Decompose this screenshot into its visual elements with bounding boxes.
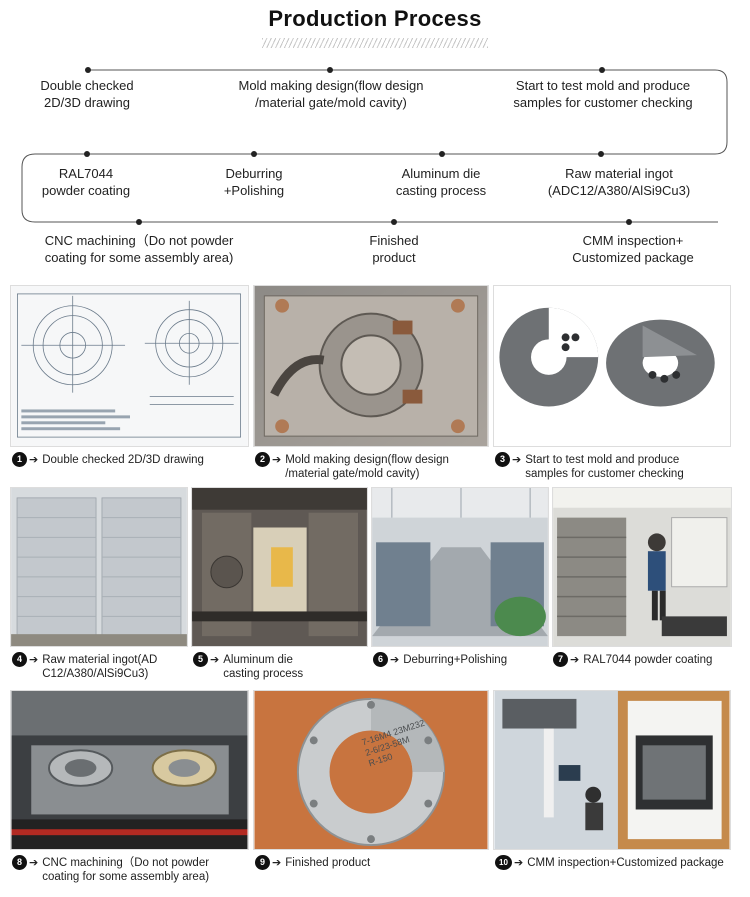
photo-finished-part: 7-16M4 23M232 2-6/23-58M R-150 — [253, 690, 489, 850]
arrow-right-icon: ➔ — [29, 454, 39, 466]
step-number-badge: 5 — [193, 652, 208, 667]
technical-drawing-icon — [11, 286, 248, 446]
arrow-right-icon: ➔ — [29, 857, 39, 869]
photo-technical-drawing — [10, 285, 249, 447]
arrow-right-icon: ➔ — [512, 454, 522, 466]
step-number-badge: 7 — [553, 652, 568, 667]
step-number-badge: 2 — [255, 452, 270, 467]
arrow-right-icon: ➔ — [570, 654, 580, 666]
caption-text: Double checked 2D/3D drawing — [42, 454, 204, 466]
cnc-machine-icon — [11, 691, 248, 849]
photo-aluminum-ingot-stack — [10, 487, 188, 647]
finished-part-icon — [254, 691, 488, 849]
flow-dot-7 — [84, 151, 90, 157]
flow-dot-6 — [251, 151, 257, 157]
caption-2: 2➔Mold making design(flow design /materi… — [255, 452, 491, 481]
flow-step-drawing: Double checked 2D/3D drawing — [40, 78, 134, 110]
flow-dot-3 — [599, 67, 605, 73]
flow-dot-9 — [391, 219, 397, 225]
step-number-badge: 3 — [495, 452, 510, 467]
flow-step-test-mold: Start to test mold and produce samples f… — [513, 78, 693, 110]
die-casting-machine-icon — [192, 488, 367, 646]
caption-text: CMM inspection+Customized package — [527, 857, 724, 869]
cmm-inspection-and-package-icon — [494, 691, 730, 849]
flow-dot-4 — [598, 151, 604, 157]
caption-7: 7➔RAL7044 powder coating — [553, 652, 743, 667]
flow-dot-1 — [85, 67, 91, 73]
flow-step-die-casting: Aluminum die casting process — [395, 166, 487, 198]
flow-step-cnc: CNC machining（Do not powder coating for … — [44, 233, 234, 265]
flow-dot-5 — [439, 151, 445, 157]
flow-step-deburring: Deburring +Polishing — [223, 166, 285, 198]
caption-text: Deburring+Polishing — [403, 654, 508, 666]
step-number-badge: 6 — [373, 652, 388, 667]
caption-4: 4➔Raw material ingot(AD C12/A380/AlSi9Cu… — [12, 652, 190, 681]
photo-die-casting-mold — [253, 285, 489, 447]
polishing-workshop-icon — [372, 488, 548, 646]
arrow-right-icon: ➔ — [272, 857, 282, 869]
caption-text: CNC machining（Do not powder coating for … — [42, 857, 210, 883]
aluminum-ingot-stack-icon — [11, 488, 187, 646]
flow-dot-8 — [136, 219, 142, 225]
caption-1: 1➔Double checked 2D/3D drawing — [12, 452, 250, 467]
caption-5: 5➔Aluminum die casting process — [193, 652, 369, 681]
step-number-badge: 9 — [255, 855, 270, 870]
photo-cmm-inspection-and-package — [493, 690, 731, 850]
caption-text: Start to test mold and produce samples f… — [525, 454, 684, 480]
photo-cnc-machine — [10, 690, 249, 850]
arrow-right-icon: ➔ — [514, 857, 524, 869]
flow-dot-2 — [327, 67, 333, 73]
caption-text: Finished product — [285, 857, 371, 869]
title-underline-hatch — [262, 38, 488, 48]
arrow-right-icon: ➔ — [272, 454, 282, 466]
flow-step-raw-material: Raw material ingot (ADC12/A380/AlSi9Cu3) — [547, 166, 691, 198]
arrow-right-icon: ➔ — [29, 654, 39, 666]
powder-coating-line-icon — [553, 488, 731, 646]
step-number-badge: 10 — [495, 855, 512, 870]
die-casting-mold-icon — [254, 286, 488, 446]
sample-parts-icon — [494, 286, 730, 446]
caption-text: RAL7044 powder coating — [583, 654, 713, 666]
caption-3: 3➔Start to test mold and produce samples… — [495, 452, 735, 481]
caption-text: Raw material ingot(AD C12/A380/AlSi9Cu3) — [42, 654, 158, 680]
arrow-right-icon: ➔ — [210, 654, 220, 666]
flow-step-cmm: CMM inspection+ Customized package — [572, 233, 694, 265]
flow-step-finished: Finished product — [369, 233, 419, 265]
page-title: Production Process — [268, 6, 482, 31]
process-flow-diagram — [21, 67, 728, 225]
flow-step-mold-design: Mold making design(flow design /material… — [238, 78, 424, 110]
photo-die-casting-machine — [191, 487, 368, 647]
photo-powder-coating-line — [552, 487, 732, 647]
caption-6: 6➔Deburring+Polishing — [373, 652, 551, 667]
caption-10: 10➔CMM inspection+Customized package — [495, 855, 747, 870]
flow-step-powder-coating: RAL7044 powder coating — [41, 166, 131, 198]
flow-dot-10 — [626, 219, 632, 225]
caption-8: 8➔CNC machining（Do not powder coating fo… — [12, 855, 252, 884]
photo-sample-parts — [493, 285, 731, 447]
step-number-badge: 4 — [12, 652, 27, 667]
photo-polishing-workshop — [371, 487, 549, 647]
step-number-badge: 8 — [12, 855, 27, 870]
caption-9: 9➔Finished product — [255, 855, 491, 870]
caption-text: Aluminum die casting process — [223, 654, 304, 680]
arrow-right-icon: ➔ — [390, 654, 400, 666]
caption-text: Mold making design(flow design /material… — [285, 454, 449, 480]
step-number-badge: 1 — [12, 452, 27, 467]
